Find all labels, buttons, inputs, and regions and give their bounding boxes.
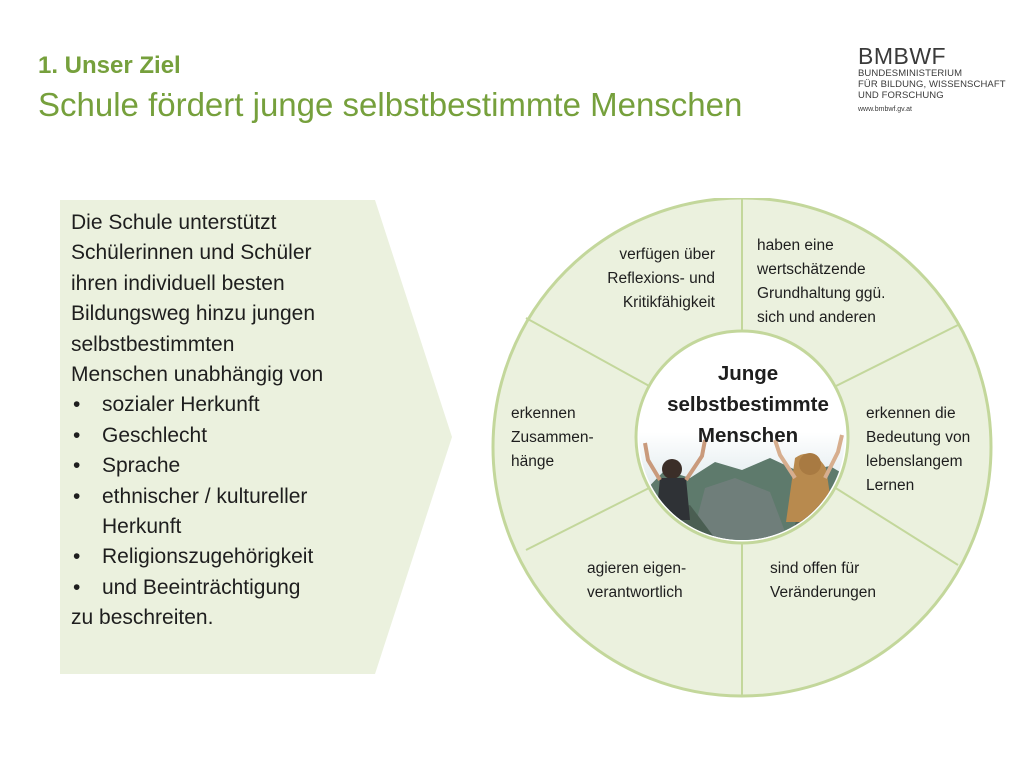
segment-line: verantwortlich: [587, 584, 683, 601]
center-label-line: Junge: [717, 362, 779, 385]
segment-line: hänge: [511, 453, 555, 470]
intro-line: ihren individuell besten: [71, 271, 285, 295]
intro-line: Bildungsweg hinzu jungen: [71, 302, 316, 326]
criteria-list: sozialer Herkunft Geschlecht Sprache eth…: [71, 390, 371, 603]
wheel-dividers: [525, 198, 959, 696]
arrow-panel-text: Die Schule unterstützt Schülerinnen und …: [71, 208, 371, 634]
segment-lifelong-learning: erkennen die Bedeutung von lebenslangem …: [866, 402, 996, 498]
segment-line: Kritikfähigkeit: [622, 294, 715, 311]
segment-line: Lernen: [866, 477, 915, 494]
segment-line: verfügen über: [619, 246, 715, 263]
segment-reflection: verfügen über Reflexions- und Kritikfähi…: [576, 243, 715, 315]
segment-line: agieren eigen-: [587, 560, 687, 577]
criteria-item: sozialer Herkunft: [71, 390, 371, 421]
segment-line: erkennen die: [866, 405, 956, 422]
segment-responsibility: agieren eigen- verantwortlich: [587, 557, 727, 605]
segment-openness: sind offen für Veränderungen: [770, 557, 920, 605]
center-label-line: selbstbestimmte: [667, 393, 829, 416]
segment-connections: erkennen Zusammen- hänge: [511, 402, 621, 474]
segment-line: wertschätzende: [757, 261, 866, 278]
criteria-item: Geschlecht: [71, 421, 371, 452]
section-number-heading: 1. Unser Ziel: [38, 52, 181, 79]
intro-line: selbstbestimmten: [71, 332, 235, 356]
segment-line: Reflexions- und: [607, 270, 715, 287]
segment-line: haben eine: [757, 237, 834, 254]
segment-line: Grundhaltung ggü.: [757, 285, 886, 302]
logo-name: BMBWF: [858, 43, 947, 69]
segment-line: erkennen: [511, 405, 576, 422]
criteria-item: Sprache: [71, 451, 371, 482]
bmbwf-logo: BMBWF Bundesministerium für Bildung, Wis…: [858, 44, 1018, 114]
logo-line: und Forschung: [858, 90, 944, 101]
criteria-item: Religionszugehörigkeit: [71, 542, 371, 573]
center-label-line: Menschen: [697, 424, 799, 447]
intro-line: Die Schule unterstützt: [71, 211, 277, 234]
segment-line: sich und anderen: [757, 309, 876, 326]
center-circle: [634, 329, 850, 545]
goal-wheel: [491, 198, 993, 698]
intro-line: Schülerinnen und Schüler: [71, 241, 312, 265]
criteria-item: und Beeinträchtigung: [71, 573, 371, 604]
segment-appreciation: haben eine wertschätzende Grundhaltung g…: [757, 234, 927, 330]
segment-line: Bedeutung von: [866, 429, 971, 446]
slide-title: Schule fördert junge selbstbestimmte Men…: [38, 86, 743, 123]
criteria-item: ethnischer / kultureller Herkunft: [71, 482, 371, 543]
segment-line: lebenslangem: [866, 453, 963, 470]
logo-line: Bundesministerium: [858, 68, 963, 79]
wheel-center-label: Junge selbstbestimmte Menschen: [650, 358, 846, 451]
segment-line: Zusammen-: [511, 429, 594, 446]
segment-line: Veränderungen: [770, 584, 877, 601]
intro-line: Menschen unabhängig von: [71, 363, 324, 387]
logo-line: für Bildung, Wissenschaft: [858, 79, 1006, 90]
logo-url: www.bmbwf.gv.at: [858, 106, 912, 113]
outro-line: zu beschreiten.: [71, 606, 214, 630]
segment-line: sind offen für: [770, 560, 860, 577]
